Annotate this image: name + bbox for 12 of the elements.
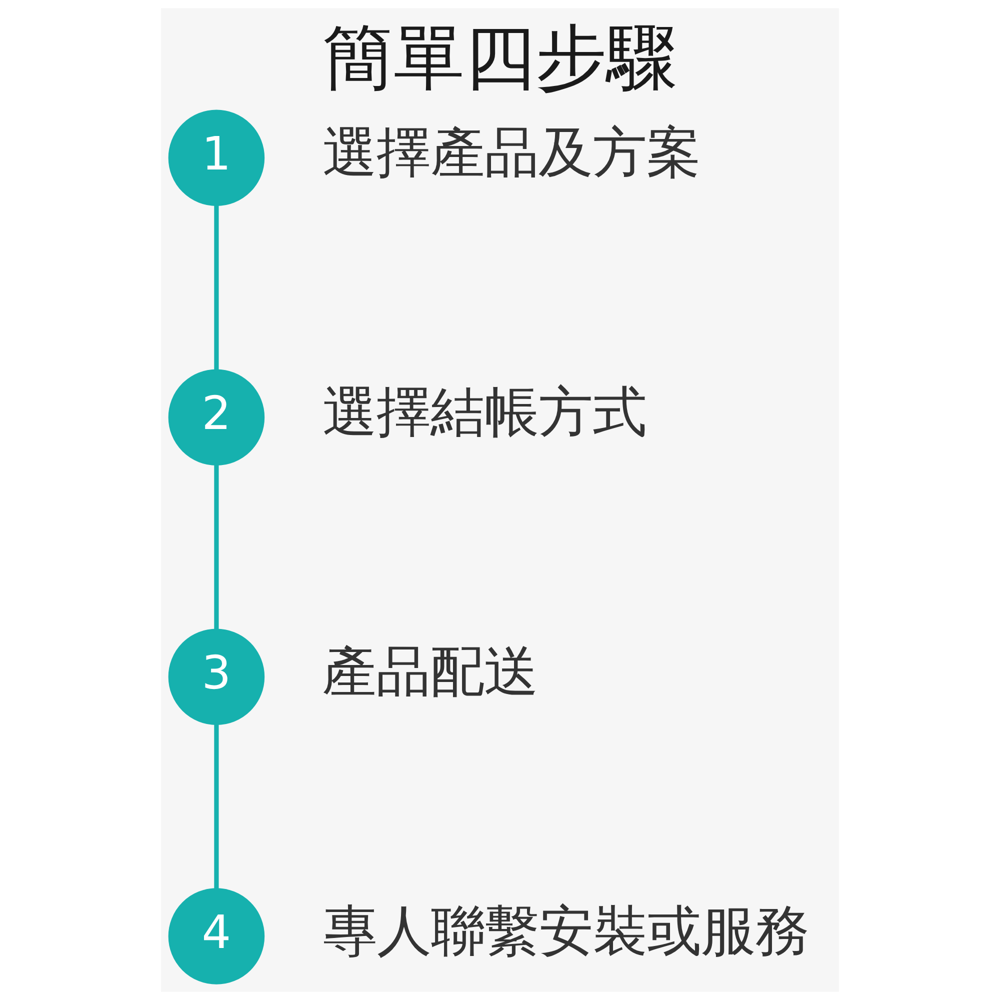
- node-label: 產品配送: [322, 640, 538, 704]
- node-label: 專人聯繫安裝或服務: [322, 899, 809, 962]
- node-circle: 4: [168, 888, 265, 984]
- node-label: 選擇產品及方案: [322, 121, 701, 184]
- node-circle: 3: [168, 628, 265, 725]
- node-circle: 1: [168, 110, 265, 206]
- connector: [214, 205, 219, 370]
- node-label: 選擇結帳方式: [322, 380, 646, 444]
- node-circle: 2: [168, 369, 265, 466]
- connector: [214, 724, 219, 889]
- connector: [214, 464, 219, 630]
- diagram-title: 簡單四步驟: [322, 16, 678, 99]
